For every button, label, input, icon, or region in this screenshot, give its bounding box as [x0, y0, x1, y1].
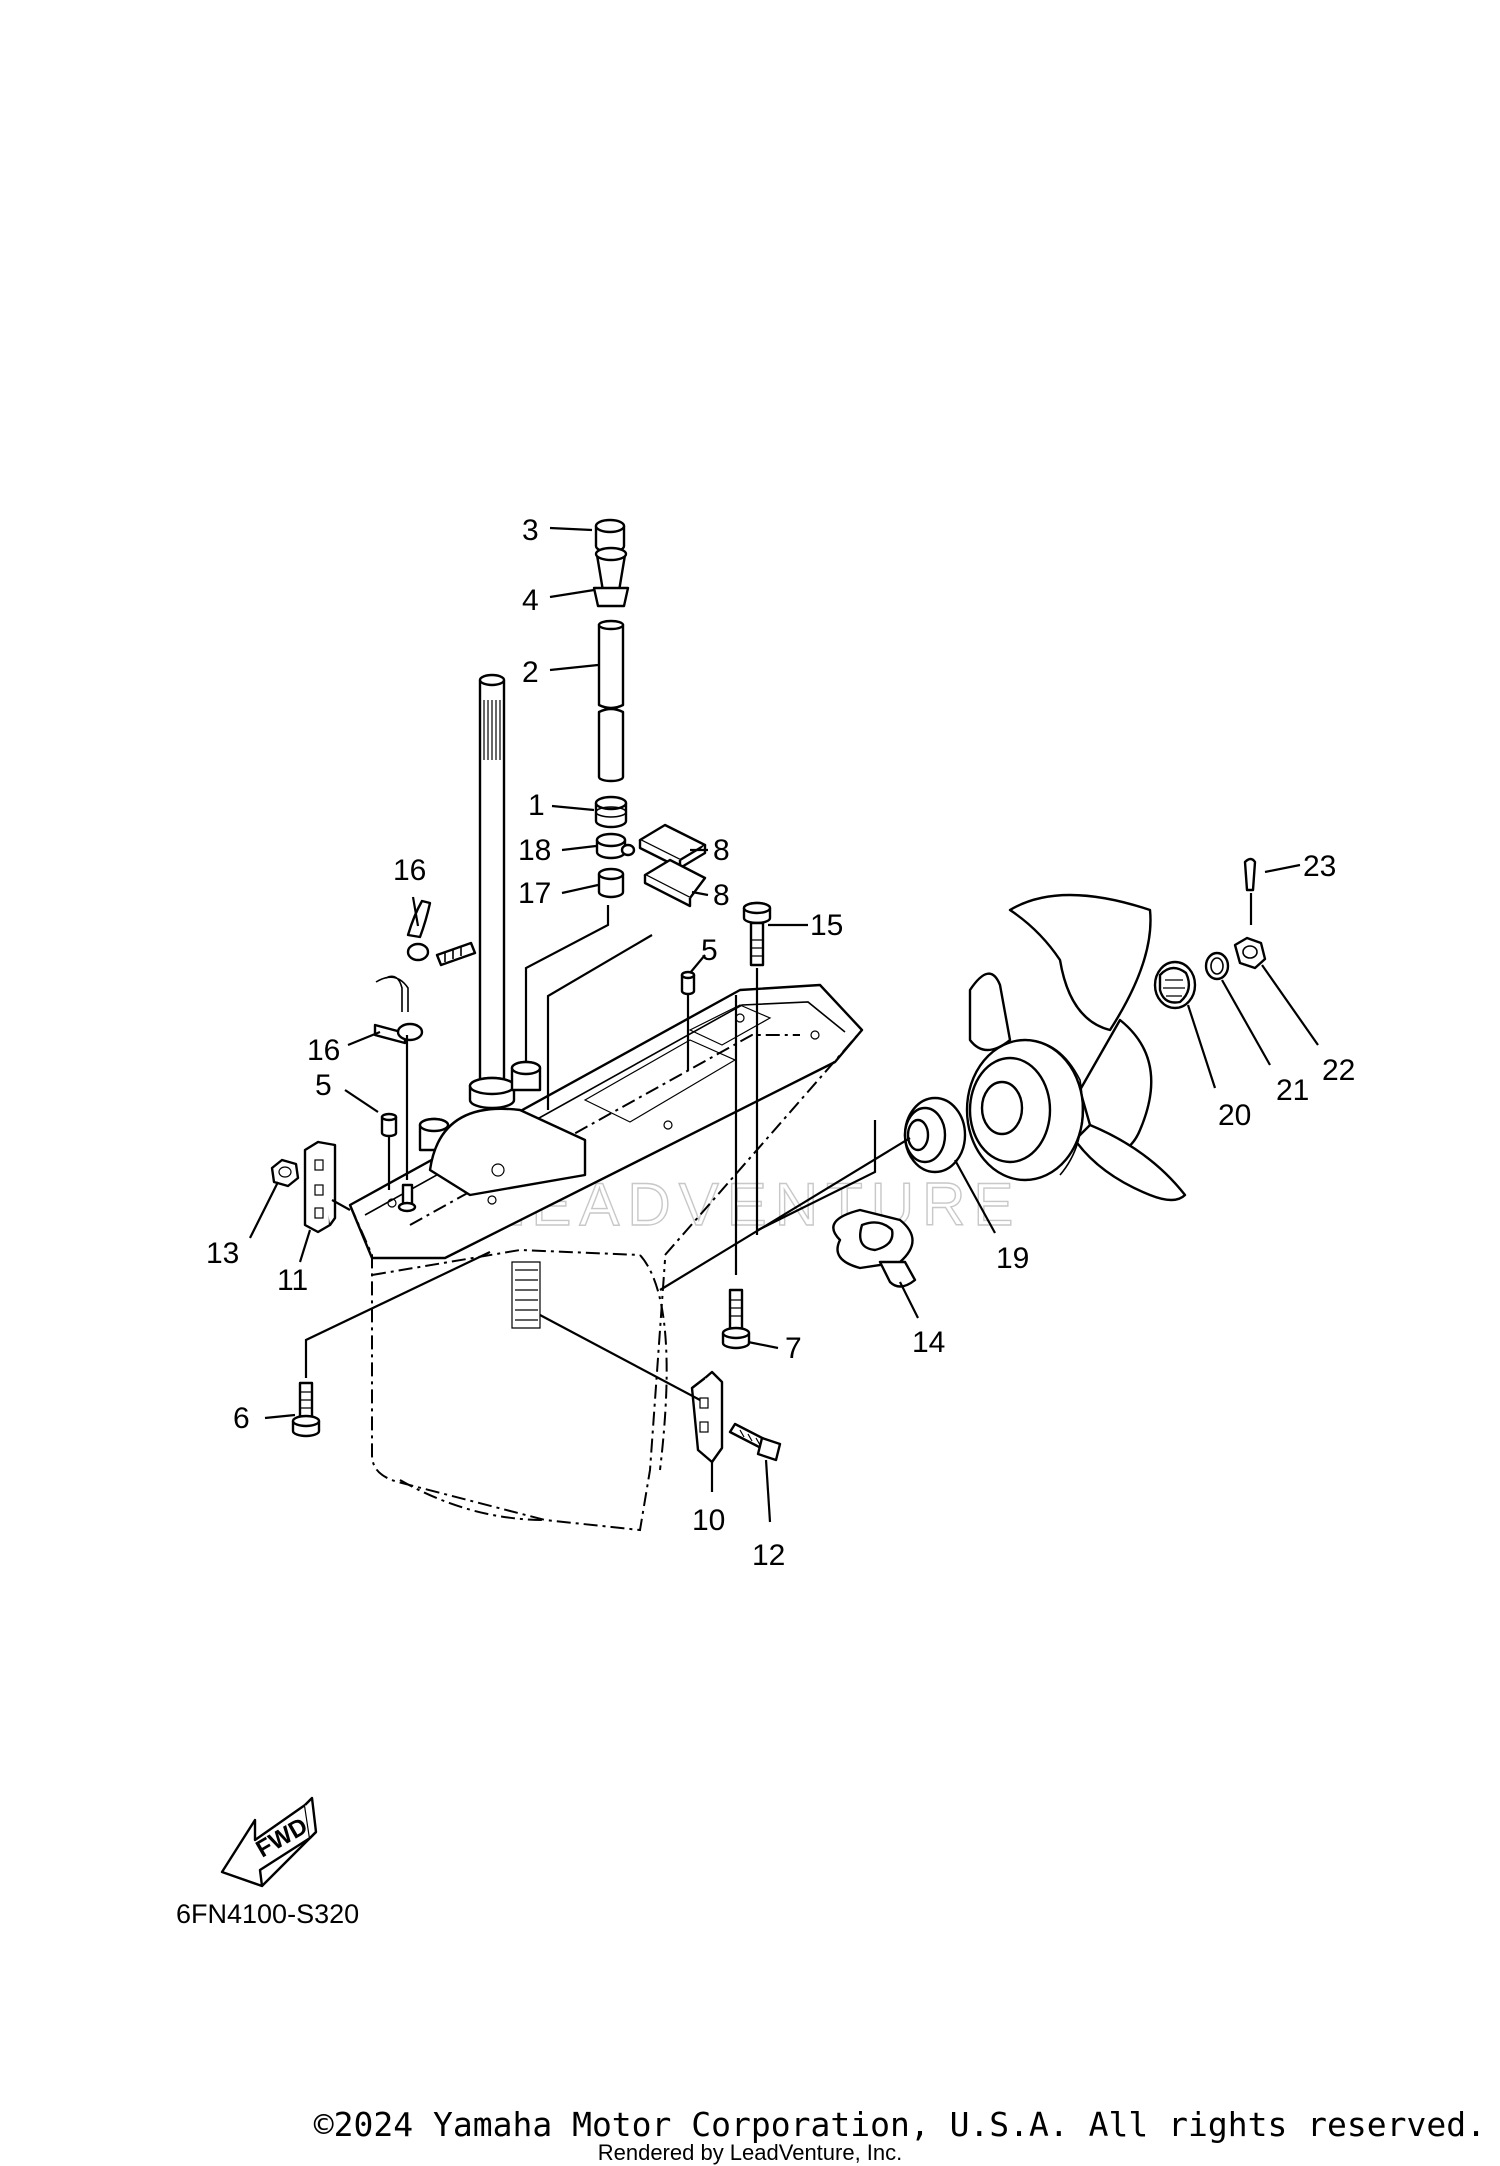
- callout-2: 2: [522, 656, 539, 689]
- callout-8: 8: [713, 879, 730, 912]
- anode-11-nut-13: [270, 1140, 337, 1234]
- drawing-code: 6FN4100-S320: [176, 1899, 359, 1929]
- callout-19: 19: [996, 1242, 1029, 1275]
- callout-16-top: 16: [393, 854, 426, 887]
- callout-6: 6: [233, 1402, 250, 1435]
- callout-1: 1: [528, 789, 545, 822]
- propeller: [965, 893, 1187, 1202]
- callout-numbers: 3 4 2 1 18 17 8 8 15 5 16 16 5 13 11 6 7…: [206, 514, 1355, 1572]
- callout-18: 18: [518, 834, 551, 867]
- bolt-6: [291, 1381, 321, 1438]
- callout-3: 3: [522, 514, 539, 547]
- lower-case-housing: [348, 983, 864, 1532]
- callout-14: 14: [912, 1326, 945, 1359]
- bolt-7: [721, 1288, 751, 1350]
- propeller-hardware: [1153, 857, 1267, 1010]
- callout-22: 22: [1322, 1054, 1355, 1087]
- forward-direction-arrow: FWD: [220, 1796, 318, 1888]
- callout-12: 12: [752, 1539, 785, 1572]
- callout-20: 20: [1218, 1099, 1251, 1132]
- bolt-15: [742, 901, 772, 967]
- callout-15: 15: [810, 909, 843, 942]
- trim-tab-14: [832, 1208, 917, 1288]
- assembly-guide-lines: [304, 905, 911, 1401]
- callout-21: 21: [1276, 1074, 1309, 1107]
- plates-8-9: [638, 823, 707, 908]
- callout-7: 7: [785, 1332, 802, 1365]
- callout-16-lower: 16: [307, 1034, 340, 1067]
- callout-17: 17: [518, 877, 551, 910]
- callout-10: 10: [692, 1504, 725, 1537]
- hose-clamps: [373, 899, 477, 1213]
- water-tube-assembly: [510, 518, 636, 1092]
- callout-23: 23: [1303, 850, 1336, 883]
- callout-5-left: 5: [315, 1069, 332, 1102]
- callout-4: 4: [522, 584, 539, 617]
- dowel-pins: [380, 970, 696, 1138]
- drive-shaft: [468, 673, 516, 1110]
- thrust-washer-19: [903, 1096, 967, 1174]
- callout-9: 8: [713, 834, 730, 867]
- callout-leaders: [249, 526, 1319, 1523]
- callout-11: 11: [277, 1264, 308, 1297]
- callout-5-top: 5: [701, 934, 718, 967]
- rendered-by-notice: Rendered by LeadVenture, Inc.: [597, 2140, 903, 2165]
- callout-13: 13: [206, 1237, 239, 1270]
- copyright-notice: ©2024 Yamaha Motor Corporation, U.S.A. A…: [313, 2105, 1486, 2144]
- anode-10-screw-12: [690, 1370, 782, 1464]
